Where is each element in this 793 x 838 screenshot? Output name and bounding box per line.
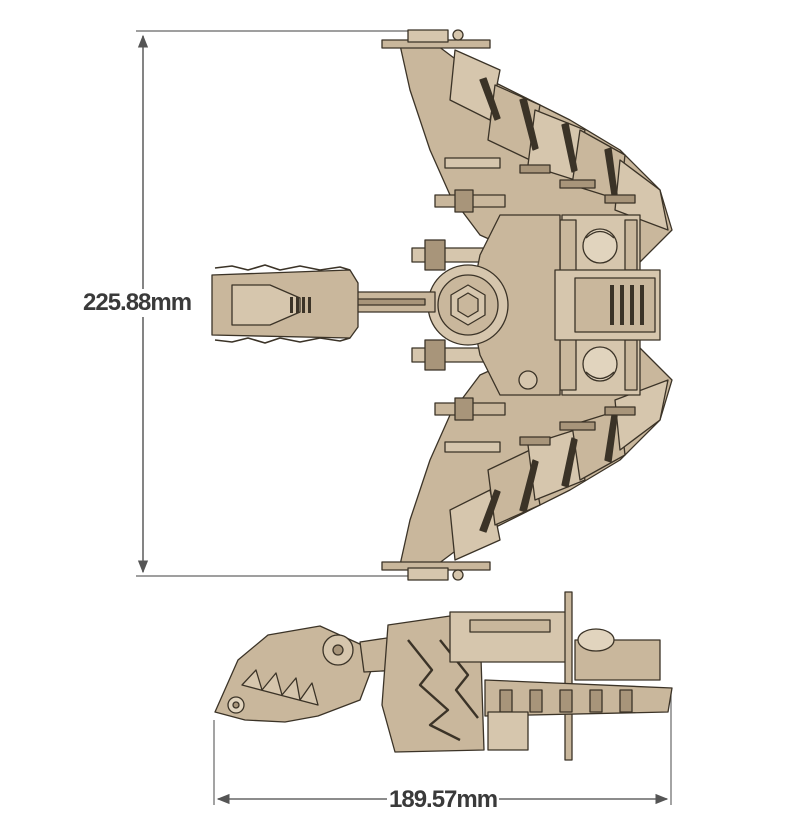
- height-dimension-label: 225.88mm: [83, 289, 192, 317]
- top-view: [211, 29, 673, 581]
- side-lower-deck: [484, 679, 673, 717]
- head-vents: [290, 297, 311, 313]
- central-hull: [469, 214, 561, 396]
- engine-dome: [577, 628, 615, 652]
- side-view: [214, 591, 673, 761]
- head-teeth: [241, 669, 319, 706]
- turret: [518, 370, 538, 390]
- width-dimension-label: 189.57mm: [387, 786, 500, 814]
- side-mast: [564, 591, 573, 761]
- upper-wing: [381, 29, 673, 276]
- exhaust-vents: [610, 285, 644, 325]
- lower-deck-struts: [499, 689, 633, 713]
